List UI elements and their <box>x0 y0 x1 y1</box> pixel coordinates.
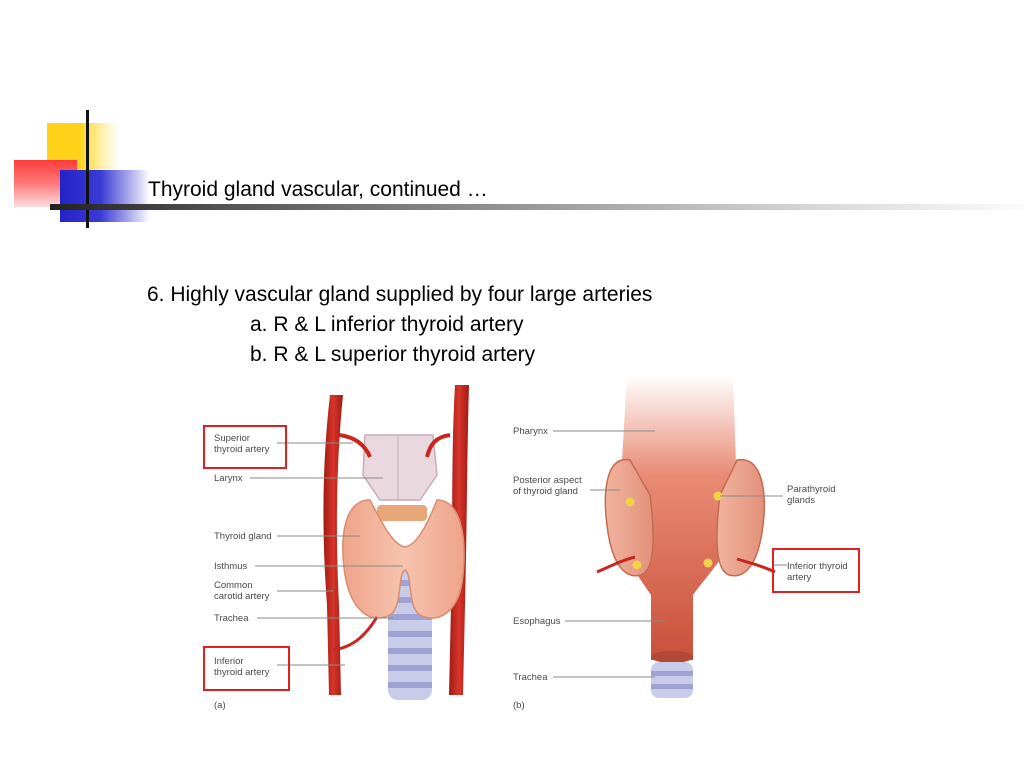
label-thyroid-gland: Thyroid gland <box>214 531 272 542</box>
label-parathyroid-glands: Parathyroid glands <box>787 484 836 506</box>
sub-point-a: a. R & L inferior thyroid artery <box>250 313 524 336</box>
blue-square-decoration <box>60 170 150 222</box>
label-esophagus: Esophagus <box>513 616 561 627</box>
bullet-point-6: 6. Highly vascular gland supplied by fou… <box>147 283 653 306</box>
label-trachea-b: Trachea <box>513 672 548 683</box>
slide-title: Thyroid gland vascular, continued … <box>148 178 488 201</box>
figure-anterior-view <box>205 375 485 715</box>
label-larynx: Larynx <box>214 473 243 484</box>
panel-letter-a: (a) <box>214 700 226 711</box>
highlight-box-inferior-artery-a <box>203 646 290 691</box>
label-posterior-aspect-thyroid: Posterior aspect of thyroid gland <box>513 475 582 497</box>
label-superior-thyroid-artery: Superior thyroid artery <box>214 433 270 455</box>
highlight-box-superior-artery <box>203 425 287 469</box>
sub-point-b: b. R & L superior thyroid artery <box>250 343 536 366</box>
panel-letter-b: (b) <box>513 700 525 711</box>
label-inferior-thyroid-artery-a: Inferior thyroid artery <box>214 656 270 678</box>
label-pharynx: Pharynx <box>513 426 548 437</box>
vertical-rule <box>86 110 89 228</box>
label-isthmus: Isthmus <box>214 561 248 572</box>
title-underline <box>50 204 1024 210</box>
label-trachea-a: Trachea <box>214 613 249 624</box>
figure-posterior-view <box>505 375 870 715</box>
posterior-thyroid-illustration <box>553 375 787 698</box>
label-inferior-thyroid-artery-b: Inferior thyroid artery <box>787 561 848 583</box>
highlight-box-inferior-artery-b <box>772 548 860 593</box>
label-common-carotid-artery: Common carotid artery <box>214 580 270 602</box>
anterior-thyroid-illustration <box>250 385 469 700</box>
